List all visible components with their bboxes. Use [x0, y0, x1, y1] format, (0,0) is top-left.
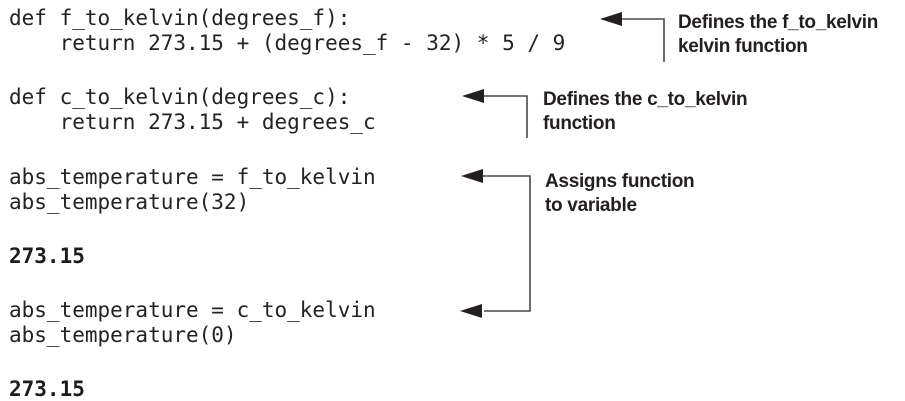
- annotation-line: Defines the f_to_kelvin: [678, 12, 879, 33]
- code-block-assign-c-to-kelvin: abs_temperature = c_to_kelvin abs_temper…: [9, 298, 376, 348]
- annotation-defines-f-to-kelvin: Defines the f_to_kelvin kelvin function: [678, 11, 878, 59]
- code-line: def c_to_kelvin(degrees_c):: [9, 85, 351, 109]
- annotation-line: to variable: [545, 195, 637, 216]
- code-line: abs_temperature(32): [9, 190, 250, 214]
- code-output-second: 273.15: [9, 377, 85, 401]
- output-line: 273.15: [9, 244, 85, 268]
- code-output-first: 273.15: [9, 244, 85, 269]
- annotation-line: Defines the c_to_kelvin: [543, 89, 748, 110]
- annotation-defines-c-to-kelvin: Defines the c_to_kelvin function: [543, 88, 748, 136]
- arrow-elbow-line: [621, 18, 665, 62]
- code-line: abs_temperature = c_to_kelvin: [9, 298, 376, 322]
- arrow-elbow-line: [483, 95, 528, 138]
- arrow-left-head-icon: [600, 12, 622, 26]
- code-line: abs_temperature = f_to_kelvin: [9, 165, 376, 189]
- code-line: def f_to_kelvin(degrees_f):: [9, 6, 351, 30]
- arrow-left-head-top-icon: [461, 169, 483, 183]
- annotation-assigns-function: Assigns function to variable: [545, 170, 695, 218]
- annotation-line: kelvin function: [678, 36, 808, 57]
- arrow-left-head-icon: [462, 89, 484, 103]
- code-block-assign-f-to-kelvin: abs_temperature = f_to_kelvin abs_temper…: [9, 165, 376, 215]
- callout-arrow-f-to-kelvin: [600, 12, 665, 62]
- code-line: return 273.15 + (degrees_f - 32) * 5 / 9: [9, 31, 566, 55]
- code-block-def-f-to-kelvin: def f_to_kelvin(degrees_f): return 273.1…: [9, 6, 565, 56]
- code-line: abs_temperature(0): [9, 323, 237, 347]
- arrow-double-elbow-line: [482, 175, 531, 312]
- output-line: 273.15: [9, 377, 85, 401]
- annotation-line: function: [543, 113, 616, 134]
- code-line: return 273.15 + degrees_c: [9, 110, 376, 134]
- callout-arrow-c-to-kelvin: [462, 89, 528, 138]
- annotation-line: Assigns function: [545, 171, 695, 192]
- callout-arrow-assigns-function: [460, 169, 531, 318]
- code-block-def-c-to-kelvin: def c_to_kelvin(degrees_c): return 273.1…: [9, 85, 376, 135]
- arrow-left-head-bottom-icon: [460, 304, 482, 318]
